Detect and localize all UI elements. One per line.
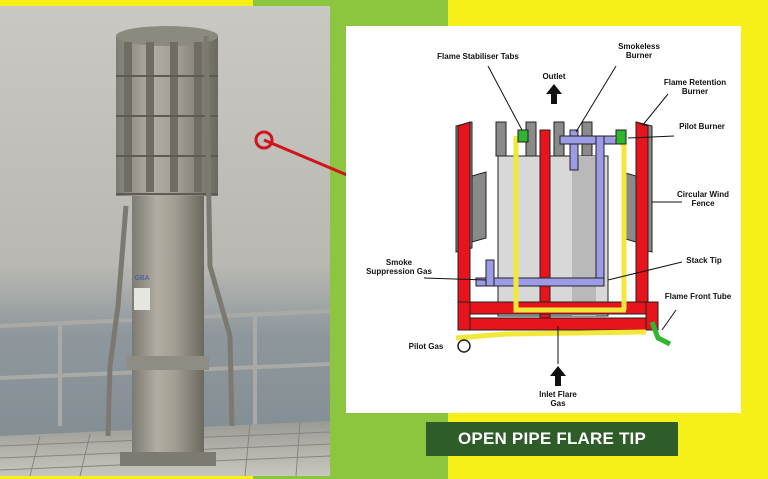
label-pilot-gas: Pilot Gas <box>408 342 444 351</box>
flare-tip-diagram: Flame Stabiliser Tabs Smokeless Burner O… <box>346 26 741 413</box>
flame-front-parts <box>517 129 627 145</box>
label-smokeless-burner: Smokeless Burner <box>618 42 660 60</box>
label-pilot-burner: Pilot Burner <box>679 122 725 131</box>
flare-stack-pipe <box>132 186 204 466</box>
photo-logo: GBA <box>135 275 150 282</box>
outlet-arrow-icon <box>546 84 562 104</box>
nameplate <box>134 288 150 310</box>
flare-tip-photo: GBA <box>0 6 330 476</box>
label-circular-wind-fence: Circular Wind Fence <box>677 190 729 208</box>
title-banner: OPEN PIPE FLARE TIP <box>426 422 678 456</box>
wind-fence-bands <box>116 75 218 195</box>
side-pipes <box>105 35 235 437</box>
pilot-gas-inlet <box>457 339 471 353</box>
label-stack-tip: Stack Tip <box>686 256 722 265</box>
flare-tip-photo-drawing: GBA <box>0 6 330 476</box>
inlet-arrow-icon <box>550 366 566 386</box>
pipe-clamp <box>127 356 209 370</box>
label-flame-front-tube: Flame Front Tube <box>664 292 732 301</box>
label-outlet: Outlet <box>542 72 566 81</box>
flare-tip-rim <box>116 26 218 46</box>
label-flame-retention-burner: Flame Retention Burner <box>663 78 727 96</box>
label-flame-stabiliser-tabs: Flame Stabiliser Tabs <box>437 52 519 61</box>
leader-lines <box>423 65 683 331</box>
label-inlet-flare-gas: Inlet Flare Gas <box>539 390 577 408</box>
stack-shade <box>572 156 596 316</box>
flame-front-tube <box>649 321 672 347</box>
base-flange <box>120 452 216 466</box>
label-smoke-suppression-gas: Smoke Suppression Gas <box>366 258 432 276</box>
diagram-drawing <box>423 65 683 386</box>
